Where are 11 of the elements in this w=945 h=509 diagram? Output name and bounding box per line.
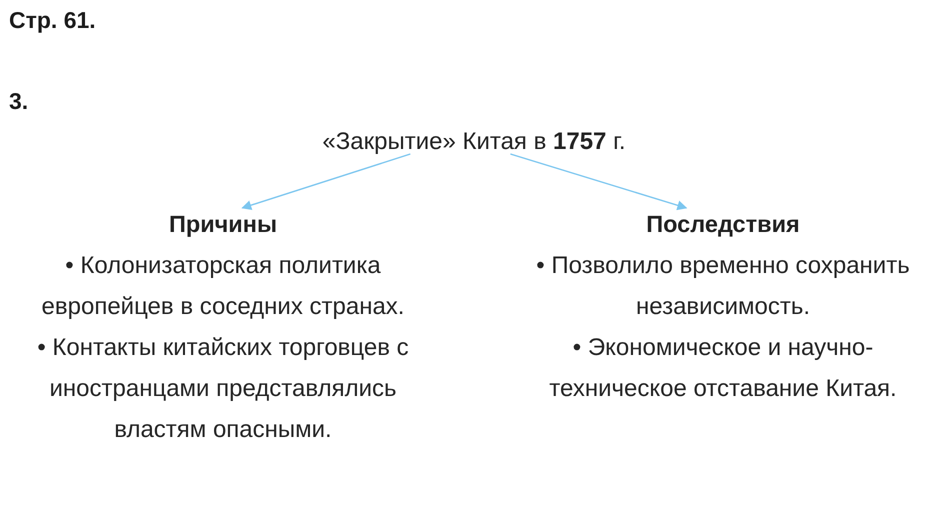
page-number: Стр. 61. (9, 8, 96, 32)
column-heading: Причины (168, 210, 278, 239)
bullet-text: • Позволило временно сохранить независимость. (535, 251, 911, 322)
topic-text: «Закрытие» Китая в 1757 г. (322, 130, 626, 154)
bullet-text: • Контакты китайских торговцев с иностранцами представлялись властям опасными. (36, 333, 410, 445)
arrow (241, 153, 411, 210)
bullet-text: • Колонизаторская политика европейцев в соседних странах. (40, 251, 406, 322)
bullet-text: • Экономическое и научно-техническое отставание Китая. (548, 333, 898, 404)
column-heading: Последствия (646, 210, 800, 239)
arrow (510, 153, 688, 210)
task-number: 3. (9, 89, 28, 113)
